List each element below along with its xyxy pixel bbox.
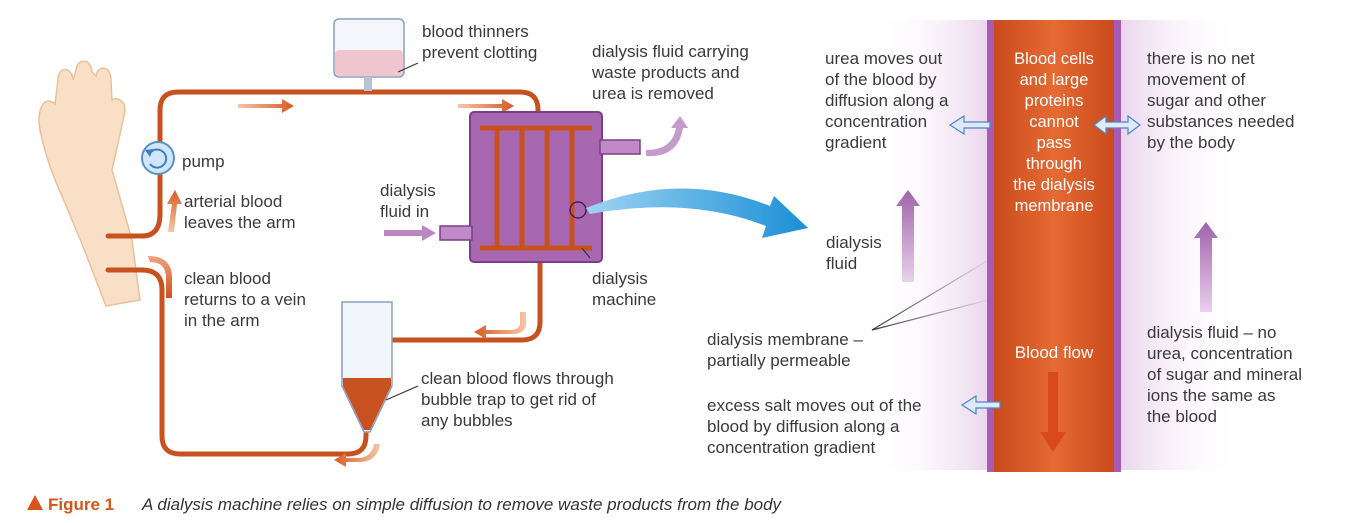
fluid-zone-right [1118,20,1240,470]
blood-flow-label: Blood flow [1015,343,1094,362]
arm-illustration [38,60,141,307]
blood-cells-label-line: proteins [1025,92,1084,110]
arterial-label-line: arterial blood [184,192,282,211]
membrane-label: dialysis membrane – partially permeable [707,330,863,370]
urea-label-line: of the blood by [825,70,937,89]
no-net-label-line: movement of [1147,70,1246,89]
flow-arrow-top-1 [238,99,294,113]
bubble-trap-label: clean blood flows through bubble trap to … [421,369,614,430]
dialysis-fluid-label-line: fluid [826,254,857,273]
bubble-trap-label-line: clean blood flows through [421,369,614,388]
urea-label: urea moves out of the blood by diffusion a… [825,49,949,152]
no-net-label-line: sugar and other [1147,91,1266,110]
thinners-label-line: blood thinners [422,22,529,41]
thinners-label-line: prevent clotting [422,43,537,62]
urea-label-line: diffusion along a [825,91,949,110]
membrane-label-line: partially permeable [707,351,851,370]
urea-out-arrow [948,114,991,136]
blood-cells-label-line: through [1026,155,1082,173]
clean-return-label-line: clean blood [184,269,271,288]
fluid-out-arrow [646,116,688,157]
fluid-desc-label-line: of sugar and mineral [1147,365,1302,384]
blood-cells-label-line: and large [1020,71,1089,89]
arterial-label: arterial blood leaves the arm [184,192,296,232]
thinners-label: blood thinners prevent clotting [422,22,537,62]
fluid-desc-label-line: ions the same as [1147,386,1276,405]
blood-cells-label-line: membrane [1015,197,1094,215]
excess-salt-label-line: excess salt moves out of the [707,396,922,415]
fluid-desc-label-line: dialysis fluid – no [1147,323,1276,342]
flow-arrow-vein [148,256,172,298]
machine-label: dialysis machine [592,269,656,309]
blood-flow-arrow [1040,372,1066,452]
excess-salt-label: excess salt moves out of the blood by dif… [707,396,922,457]
thinner-reservoir [333,18,405,91]
fluid-in-label-line: dialysis [380,181,436,200]
flow-arrow-top-2 [458,99,514,113]
tubing-flow-arrows [148,99,526,467]
no-net-label: there is no net movement of sugar and othe… [1147,49,1294,152]
clean-return-label-line: returns to a vein [184,290,306,309]
fluid-removed-label-line: urea is removed [592,84,714,103]
excess-salt-label-line: concentration gradient [707,438,876,457]
fluid-up-arrow-right [1194,222,1218,312]
figure-caption: Figure 1 A dialysis machine relies on si… [27,495,783,514]
fluid-in-arrow [384,225,436,241]
caption-number: Figure 1 [48,495,114,514]
bubble-trap-label-line: bubble trap to get rid of [421,390,596,409]
machine-label-line: dialysis [592,269,648,288]
triangle-icon [27,495,43,510]
salt-out-arrow [960,394,1001,416]
pump [141,141,175,175]
rotate-arrow-icon [145,149,153,157]
blood-flow-label-line: Blood flow [1015,343,1094,362]
fluid-up-arrow-left [896,190,920,282]
blood-vessel [987,20,1121,472]
membrane-label-line: dialysis membrane – [707,330,863,349]
blood-cells-label-line: the dialysis [1013,176,1095,194]
blood-cells-label: Blood cells and large proteins cannot pass th… [1013,50,1095,215]
fluid-desc-label-line: the blood [1147,407,1217,426]
blood-cells-label-line: pass [1037,134,1072,152]
pump-label: pump [182,152,225,171]
flow-arrow-arterial [167,190,182,232]
no-net-label-line: substances needed [1147,112,1294,131]
machine-label-line: machine [592,290,656,309]
bubble-trap [341,301,393,433]
dialysis-fluid-label: dialysis fluid [826,233,882,273]
magnify-circle [569,201,587,219]
fluid-removed-label: dialysis fluid carrying waste products an… [591,42,749,103]
clean-return-label: clean blood returns to a vein in the arm [184,269,306,330]
flow-arrow-return [474,312,526,339]
urea-label-line: gradient [825,133,887,152]
pump-label-line: pump [182,152,225,171]
blood-cells-label-line: Blood cells [1014,50,1094,68]
urea-label-line: urea moves out [825,49,942,68]
no-net-arrow [1093,114,1141,136]
no-net-label-line: by the body [1147,133,1235,152]
zoom-arrow [586,188,808,238]
arterial-label-line: leaves the arm [184,213,296,232]
fluid-zone-left [870,20,992,470]
blood-cells-label-line: cannot [1029,113,1079,131]
excess-salt-label-line: blood by diffusion along a [707,417,900,436]
no-net-label-line: there is no net [1147,49,1255,68]
fluid-in-label: dialysis fluid in [380,181,436,221]
fluid-removed-label-line: waste products and [591,63,739,82]
fluid-desc-label-line: urea, concentration [1147,344,1293,363]
fluid-desc-label: dialysis fluid – no urea, concentration of… [1147,323,1302,426]
caption-text: A dialysis machine relies on simple diff… [141,495,783,514]
clean-return-label-line: in the arm [184,311,260,330]
fluid-in-label-line: fluid in [380,202,429,221]
bubble-trap-label-line: any bubbles [421,411,513,430]
dialysis-fluid-label-line: dialysis [826,233,882,252]
urea-label-line: concentration [825,112,927,131]
flow-arrow-bottom [334,444,380,467]
fluid-removed-label-line: dialysis fluid carrying [592,42,749,61]
dialysis-machine [439,111,641,263]
